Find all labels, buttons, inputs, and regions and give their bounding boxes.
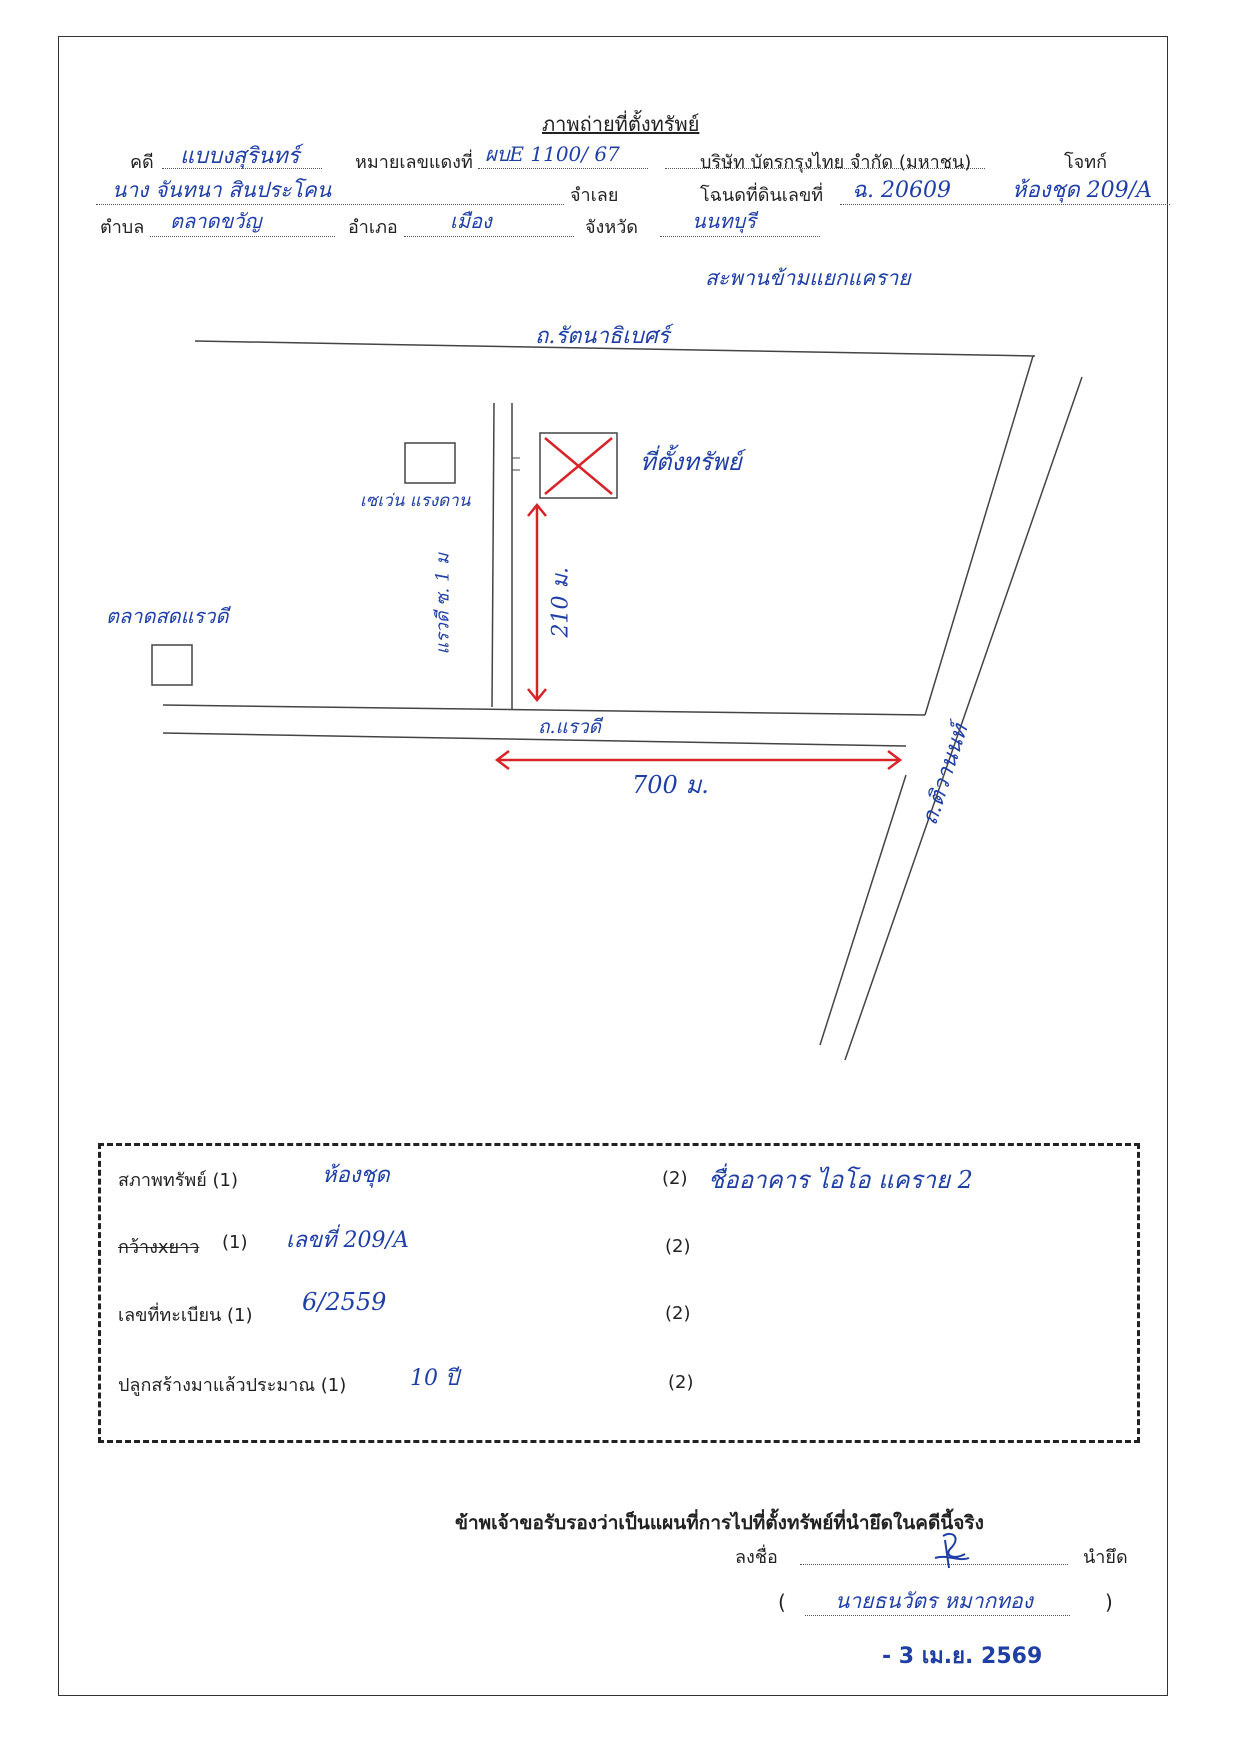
subdistrict-value: ตลาดขวัญ — [170, 209, 262, 233]
road-right-edge-2 — [844, 376, 1083, 1061]
deed-value: ฉ. 20609 — [852, 178, 951, 203]
road-right-edge-3 — [819, 774, 907, 1046]
road-bottom-label: ถ.แรวดี — [538, 716, 602, 738]
red-no-label: หมายเลขแดงที่ — [355, 152, 473, 173]
size-2-label: (2) — [665, 1236, 691, 1257]
size-label: กว้างxยาว — [118, 1237, 200, 1258]
role-label: นำยึด — [1083, 1547, 1128, 1568]
property-details-box — [98, 1143, 1140, 1443]
case-value: แบบงสุรินทร์ — [180, 144, 300, 169]
close-paren: ) — [1105, 1590, 1113, 1614]
open-paren: ( — [778, 1590, 786, 1614]
road-right-edge-1 — [924, 355, 1034, 716]
built-2-label: (2) — [668, 1372, 694, 1393]
condition-value: ห้องชุด — [322, 1163, 390, 1188]
road-top-edge-1 — [194, 340, 1036, 357]
seven-eleven-label: เซเว่น แรงดาน — [360, 491, 471, 511]
property-label: ที่ตั้งทรัพย์ — [640, 448, 742, 476]
defendant-label: จำเลย — [570, 185, 619, 206]
district-label: อำเภอ — [348, 217, 398, 238]
built-label: ปลูกสร้างมาแล้วประมาณ (1) — [118, 1375, 347, 1396]
defendant-value: นาง จันทนา สินประโคน — [112, 178, 332, 202]
condition-2-value: ชื่ออาคาร ไอโอ แคราย 2 — [708, 1166, 973, 1194]
signature-mark — [934, 1532, 970, 1569]
property-box — [539, 432, 618, 499]
distance-vertical: 210 ม. — [548, 567, 574, 638]
reg-2-label: (2) — [665, 1303, 691, 1324]
soi-edge-1 — [491, 402, 495, 708]
road-bottom-edge-2 — [162, 732, 907, 747]
condition-2-label: (2) — [662, 1168, 688, 1189]
plaintiff-label: โจทก์ — [1064, 152, 1107, 173]
distance-horizontal: 700 ม. — [632, 771, 709, 799]
market-building — [151, 644, 193, 686]
road-top-label: ถ.รัตนาธิเบศร์ — [535, 324, 670, 349]
page-frame — [58, 36, 1168, 1696]
sign-label: ลงชื่อ — [735, 1547, 778, 1568]
built-value: 10 ปี — [410, 1366, 459, 1391]
deed-label: โฉนดที่ดินเลขที่ — [700, 185, 824, 206]
province-value: นนทบุรี — [692, 209, 756, 233]
signer-name: นายธนวัตร หมากทอง — [835, 1589, 1033, 1613]
condition-label: สภาพทรัพย์ (1) — [118, 1170, 238, 1191]
province-label: จังหวัด — [585, 217, 638, 238]
road-bottom-edge-1 — [162, 704, 926, 716]
unit-value: ห้องชุด 209/A — [1012, 178, 1152, 203]
bridge-label: สะพานข้ามแยกแคราย — [705, 266, 911, 290]
property-x-2 — [544, 437, 613, 495]
certify-statement: ข้าพเจ้าขอรับรองว่าเป็นแผนที่การไปที่ตั้… — [455, 1512, 984, 1534]
soi-label: แรวดี ซ. 1 ม — [432, 553, 454, 655]
plaintiff-value: บริษัท บัตรกรุงไทย จำกัด (มหาชน) — [700, 152, 972, 173]
size-value: เลขที่ 209/A — [286, 1228, 409, 1253]
reg-label: เลขที่ทะเบียน (1) — [118, 1305, 253, 1326]
red-no-value: ผบE 1100/ 67 — [485, 142, 620, 166]
size-suffix: (1) — [222, 1232, 248, 1253]
page-title: ภาพถ่ายที่ตั้งทรัพย์ — [542, 112, 700, 136]
district-value: เมือง — [450, 209, 492, 233]
reg-value: 6/2559 — [302, 1288, 387, 1316]
market-label: ตลาดสดแรวดี — [106, 604, 229, 628]
subdistrict-label: ตำบล — [100, 217, 145, 238]
seven-eleven-building — [404, 442, 456, 484]
case-label: คดี — [130, 152, 154, 173]
date-stamp: - 3 เม.ย. 2569 — [882, 1644, 1043, 1669]
